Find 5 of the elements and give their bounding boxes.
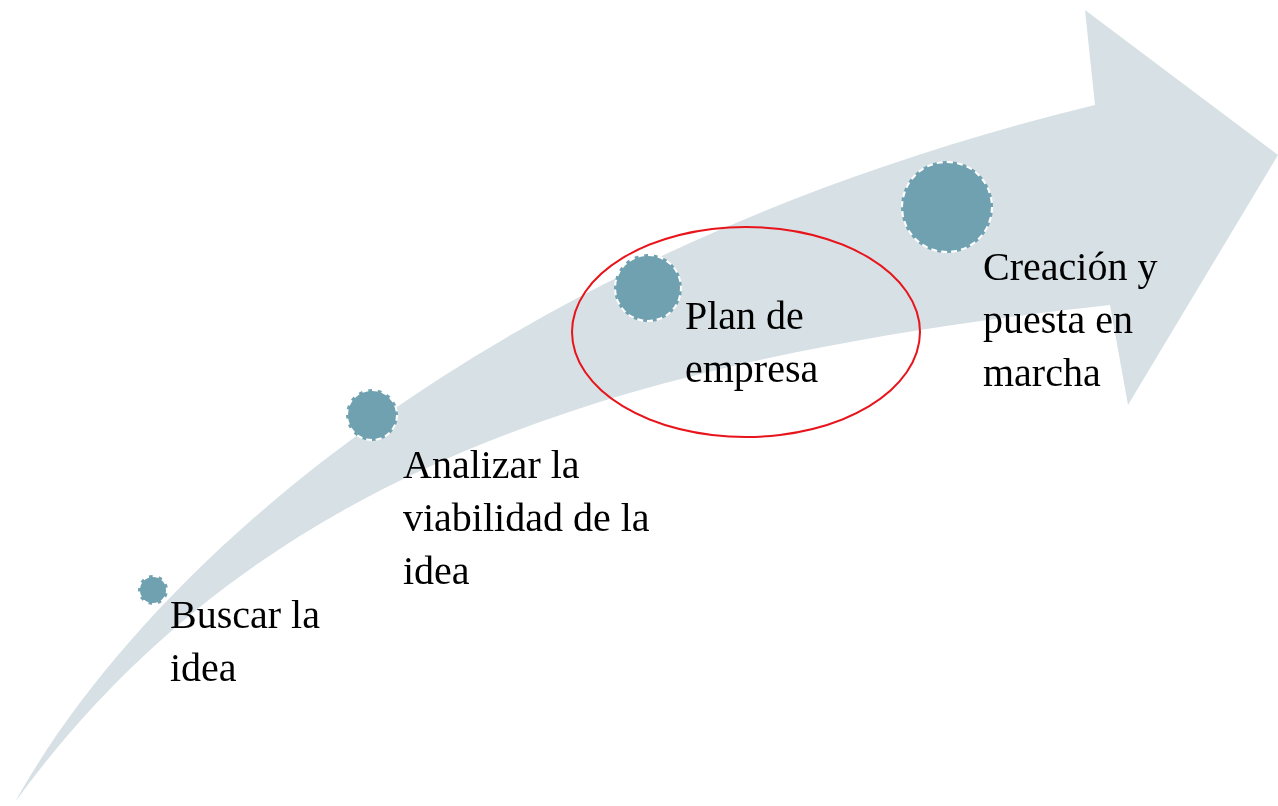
step-label: Creación y puesta en marcha: [983, 243, 1159, 397]
step-label: Plan de empresa: [685, 292, 820, 393]
step-label: Buscar la idea: [170, 591, 321, 692]
step-label: Analizar la viabilidad de la idea: [403, 441, 651, 595]
highlight-ellipse: [571, 226, 921, 438]
